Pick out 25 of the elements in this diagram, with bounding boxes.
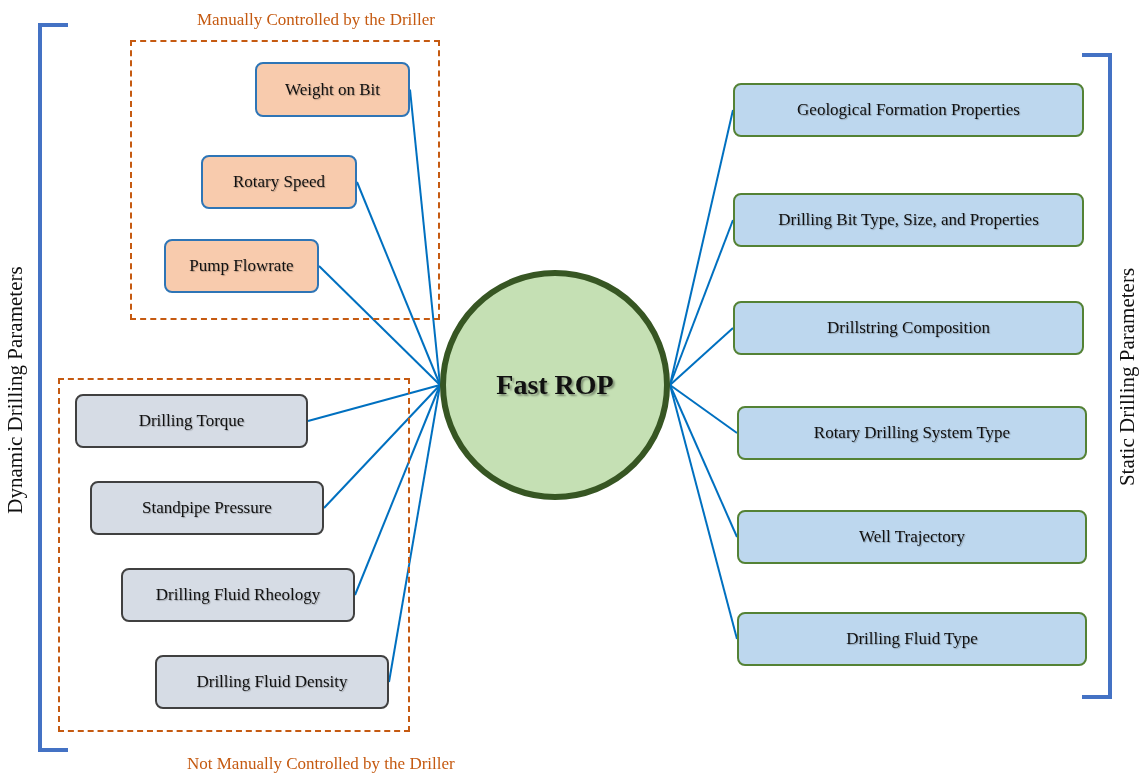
parameter-box: Standpipe Pressure [90,481,324,535]
parameter-box: Rotary Speed [201,155,357,209]
parameter-box: Drilling Bit Type, Size, and Properties [733,193,1084,247]
parameter-box: Drilling Torque [75,394,308,448]
parameter-box: Drillstring Composition [733,301,1084,355]
side-label: Static Drilling Parameters [1114,267,1141,487]
connector-line [669,384,738,434]
connector-line [669,384,738,538]
connector-line [356,181,441,386]
parameter-box: Drilling Fluid Rheology [121,568,355,622]
group-heading: Manually Controlled by the Driller [197,10,435,30]
connector-line [669,327,734,386]
group-heading: Not Manually Controlled by the Driller [187,754,455,773]
parameter-box: Geological Formation Properties [733,83,1084,137]
connector-line [318,265,441,386]
connector-line [307,384,441,422]
parameter-box: Drilling Fluid Density [155,655,389,709]
parameter-box: Rotary Drilling System Type [737,406,1087,460]
side-label: Dynamic Drilling Parameters [2,266,29,514]
parameter-box: Pump Flowrate [164,239,319,293]
parameter-box: Well Trajectory [737,510,1087,564]
connector-line [354,384,441,596]
connector-line [323,384,441,509]
parameter-box: Drilling Fluid Type [737,612,1087,666]
parameter-box: Weight on Bit [255,62,410,117]
